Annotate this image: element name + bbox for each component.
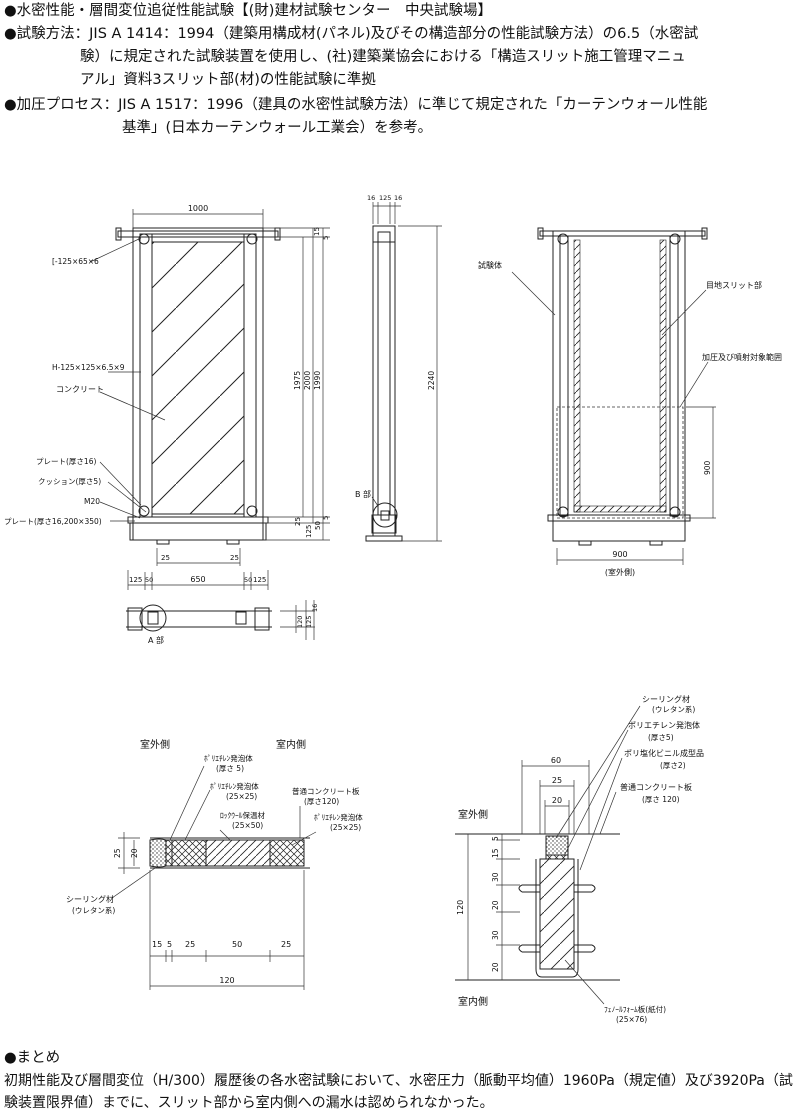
side-dim-125: 125	[379, 194, 391, 202]
dim-125-r: 125	[253, 576, 266, 584]
db-label-sealing: シーリング材	[642, 694, 690, 704]
header-line-3: ●加圧プロセス：JIS A 1517：1996（建具の水密性試験方法）に準じて規…	[4, 97, 708, 113]
db-dim-30a: 30	[491, 872, 500, 882]
spec-label-outside: (室外側)	[605, 567, 635, 577]
da-label-pe1-sub: (厚さ 5)	[216, 764, 244, 773]
da-dim-15: 15	[152, 940, 162, 949]
da-dim-120: 120	[219, 976, 234, 985]
header-line-1: ●水密性能・層間変位追従性能試験【(財)建材試験センター 中央試験場】	[4, 3, 492, 19]
label-m20: M20	[84, 497, 100, 506]
spec-dim-900-v: 900	[703, 460, 712, 475]
summary-title: ●まとめ	[4, 1050, 61, 1066]
da-label-concrete: 普通コンクリート板	[292, 786, 360, 796]
db-dim-15: 15	[491, 848, 500, 858]
db-label-pe: ポリエチレン発泡体	[628, 720, 700, 730]
db-label-outside: 室外側	[458, 808, 488, 821]
db-label-phenol: ﾌｪﾉｰﾙﾌｫｰﾑ板(紙付)	[604, 1004, 666, 1014]
db-label-pe-sub: (厚さ5)	[648, 733, 674, 742]
detail-b: 60 25 20 5 15 30 20 30 20 120 室外側 室内側 シー…	[455, 694, 704, 1024]
spec-dim-900-h: 900	[612, 550, 627, 559]
da-label-outside: 室外側	[140, 738, 170, 751]
header-line-2-cont2: アル」資料3スリット部(材)の性能試験に準拠	[80, 72, 376, 88]
label-channel: [-125×65×6	[52, 257, 99, 266]
da-label-pe3: ﾎﾟﾘｴﾁﾚﾝ発泡体	[314, 812, 363, 822]
label-cushion: クッション(厚さ5)	[38, 477, 101, 486]
da-dim-20-v: 20	[130, 848, 139, 858]
db-label-concrete-sub: (厚さ 120)	[642, 795, 680, 804]
da-dim-25a: 25	[185, 940, 195, 949]
da-label-pe3-sub: (25×25)	[330, 823, 361, 832]
plan-dim-125: 125	[305, 616, 313, 628]
spec-label-range: 加圧及び噴射対象範囲	[702, 352, 782, 362]
db-label-pvc-sub: (厚さ2)	[660, 761, 686, 770]
db-label-sealing-sub: (ウレタン系)	[652, 704, 695, 714]
db-dim-20b: 20	[491, 962, 500, 972]
dim-125-l: 125	[129, 576, 142, 584]
label-hbeam: H-125×125×6.5×9	[52, 363, 125, 372]
dim-25-side: 25	[294, 517, 302, 526]
db-dim-20a: 20	[491, 900, 500, 910]
da-dim-5: 5	[167, 940, 172, 949]
dim-650: 650	[190, 575, 205, 584]
plan-view: 16 125 120 A 部	[126, 600, 319, 645]
da-label-pe1: ﾎﾟﾘｴﾁﾚﾝ発泡体	[204, 753, 253, 763]
dim-5-top: 5	[322, 236, 330, 240]
db-dim-60: 60	[551, 756, 561, 765]
db-dim-120: 120	[456, 900, 465, 915]
dim-2000: 2000	[303, 371, 312, 390]
dim-1000: 1000	[188, 204, 208, 213]
dim-125-side: 125	[305, 525, 313, 538]
da-dim-25b: 25	[281, 940, 291, 949]
dim-1975: 1975	[293, 371, 302, 390]
plan-dim-120: 120	[296, 616, 304, 628]
spec-label-specimen: 試験体	[478, 260, 502, 270]
db-dim-30b: 30	[491, 930, 500, 940]
db-label-concrete: 普通コンクリート板	[620, 782, 692, 792]
da-label-concrete-sub: (厚さ120)	[304, 797, 339, 806]
label-plate16: プレート(厚さ16)	[36, 457, 96, 466]
dim-50-l: 50	[145, 576, 153, 584]
dim-1990: 1990	[313, 371, 322, 390]
side-elevation: 16 125 16 2240 B 部	[355, 194, 442, 542]
da-label-rockwool: ﾛｯｸｳｰﾙ保温材	[220, 810, 265, 820]
dim-5-bot: 5	[322, 516, 330, 520]
label-base-plate: プレート(厚さ16,200×350)	[4, 517, 102, 526]
db-dim-25: 25	[552, 776, 562, 785]
da-label-pe2-sub: (25×25)	[226, 792, 257, 801]
da-label-inside: 室内側	[276, 738, 306, 751]
da-dim-25-v: 25	[113, 848, 122, 858]
db-label-pvc: ポリ塩化ビニル成型品	[624, 748, 704, 758]
dim-50-side: 50	[314, 521, 322, 530]
summary-body: 初期性能及び層間変位（H/300）履歴後の各水密試験において、水密圧力（脈動平均…	[4, 1073, 793, 1111]
dim-15: 15	[313, 227, 321, 236]
db-dim-20: 20	[552, 796, 562, 805]
side-dim-16b: 16	[394, 194, 402, 202]
dim-25-left: 25	[161, 554, 170, 562]
header-line-2: ●試験方法：JIS A 1414：1994（建築用構成材(パネル)及びその構造部…	[4, 26, 699, 42]
plan-dim-16: 16	[311, 604, 319, 612]
side-dim-2240: 2240	[427, 371, 436, 390]
side-dim-16a: 16	[367, 194, 375, 202]
da-label-pe2: ﾎﾟﾘｴﾁﾚﾝ発泡体	[210, 781, 259, 791]
header-line-3-cont: 基準」(日本カーテンウォール工業会）を参考。	[122, 120, 433, 136]
db-label-phenol-sub: (25×76)	[616, 1015, 647, 1024]
db-label-inside: 室内側	[458, 995, 488, 1008]
label-b-part: B 部	[355, 489, 371, 499]
frame-elevation: 1000 15 5 1975 2000 1990 5 25 125 50 25 …	[4, 204, 330, 590]
da-dim-50: 50	[232, 940, 242, 949]
dim-50-r: 50	[244, 576, 252, 584]
label-concrete: コンクリート	[56, 385, 104, 394]
dim-25-right: 25	[230, 554, 239, 562]
spec-label-slit: 目地スリット部	[706, 280, 762, 290]
da-label-sealing-sub: (ウレタン系)	[72, 905, 115, 915]
specimen-elevation: 900 900 (室外側) 試験体 目地スリット部 加圧及び噴射対象範囲	[478, 227, 782, 577]
label-a-part: A 部	[148, 635, 164, 645]
db-dim-5: 5	[491, 836, 500, 841]
detail-a: 室外側 室内側 25 20 15 5 25 50 25 120 ﾎﾟﾘｴﾁﾚﾝ発…	[66, 738, 363, 990]
da-label-rockwool-sub: (25×50)	[232, 821, 263, 830]
da-label-sealing: シーリング材	[66, 894, 114, 904]
header-line-2-cont: 験）に規定された試験装置を使用し、(社)建築業協会における「構造スリット施工管理…	[80, 49, 686, 65]
